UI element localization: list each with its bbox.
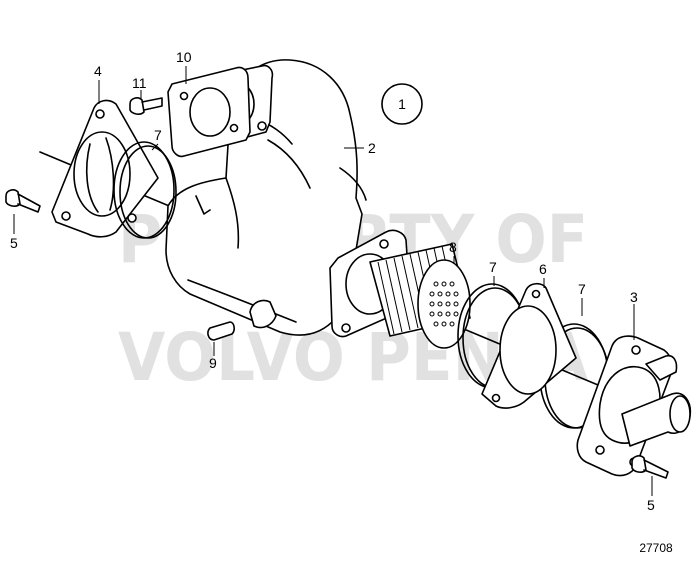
callout-labels: 4 11 10 7 2 5 8 7 6 7 3 9 5 — [10, 49, 655, 513]
upper-pipe-stub — [645, 354, 678, 381]
wear-plate-hole — [531, 289, 541, 299]
end-cover-bolt-hole — [95, 109, 105, 119]
end-cover-right-hole — [631, 345, 641, 355]
wear-plate-hole — [491, 393, 501, 403]
callout-11: 11 — [132, 75, 147, 91]
callout-5-right: 5 — [647, 497, 655, 513]
callout-7-left: 7 — [154, 127, 162, 143]
callout-7-right: 7 — [578, 281, 586, 297]
drawing-number: 27708 — [639, 541, 673, 555]
callout-6: 6 — [539, 261, 547, 277]
gasket-bolt-hole — [179, 91, 189, 101]
end-cover-inner — [85, 137, 115, 213]
reference-number: 1 — [398, 96, 406, 112]
bolt-left — [5, 189, 41, 213]
leader-lines — [13, 66, 653, 496]
callout-10: 10 — [176, 49, 192, 65]
housing-outlet-bolt-hole — [341, 323, 351, 333]
callout-2: 2 — [368, 140, 376, 156]
wear-plate — [481, 282, 577, 409]
callout-4: 4 — [94, 63, 102, 79]
callout-5-left: 5 — [10, 235, 18, 251]
housing-flange-bolt-hole — [257, 121, 267, 131]
callout-3: 3 — [630, 289, 638, 305]
gasket-bolt-hole — [229, 123, 239, 133]
flange-gasket — [167, 66, 251, 158]
strainer-perforations — [429, 281, 459, 327]
strainer-insert — [369, 243, 471, 349]
end-cover-bolt-hole — [61, 211, 71, 221]
housing-detail-lines — [187, 119, 367, 323]
callout-8: 8 — [449, 239, 457, 255]
end-cover-right-hole — [595, 445, 605, 455]
gasket-port — [189, 87, 231, 137]
housing-side-boss — [249, 299, 277, 329]
end-cover-left — [51, 99, 159, 238]
callout-7-middle: 7 — [489, 259, 497, 275]
outlet-pipe-opening — [669, 395, 691, 433]
callout-9: 9 — [209, 355, 217, 371]
end-cover-bolt-hole — [127, 213, 137, 223]
bolt-right — [631, 455, 669, 479]
wear-plate-bore — [499, 305, 557, 395]
housing-outlet-bolt-hole — [379, 239, 389, 249]
strainer-end-cap — [417, 259, 471, 349]
plug-9 — [207, 321, 235, 341]
reference-marker: 1 — [381, 83, 423, 125]
end-cover-right — [576, 335, 692, 477]
bolt-top — [129, 97, 163, 115]
o-ring-left-inner — [119, 145, 177, 239]
